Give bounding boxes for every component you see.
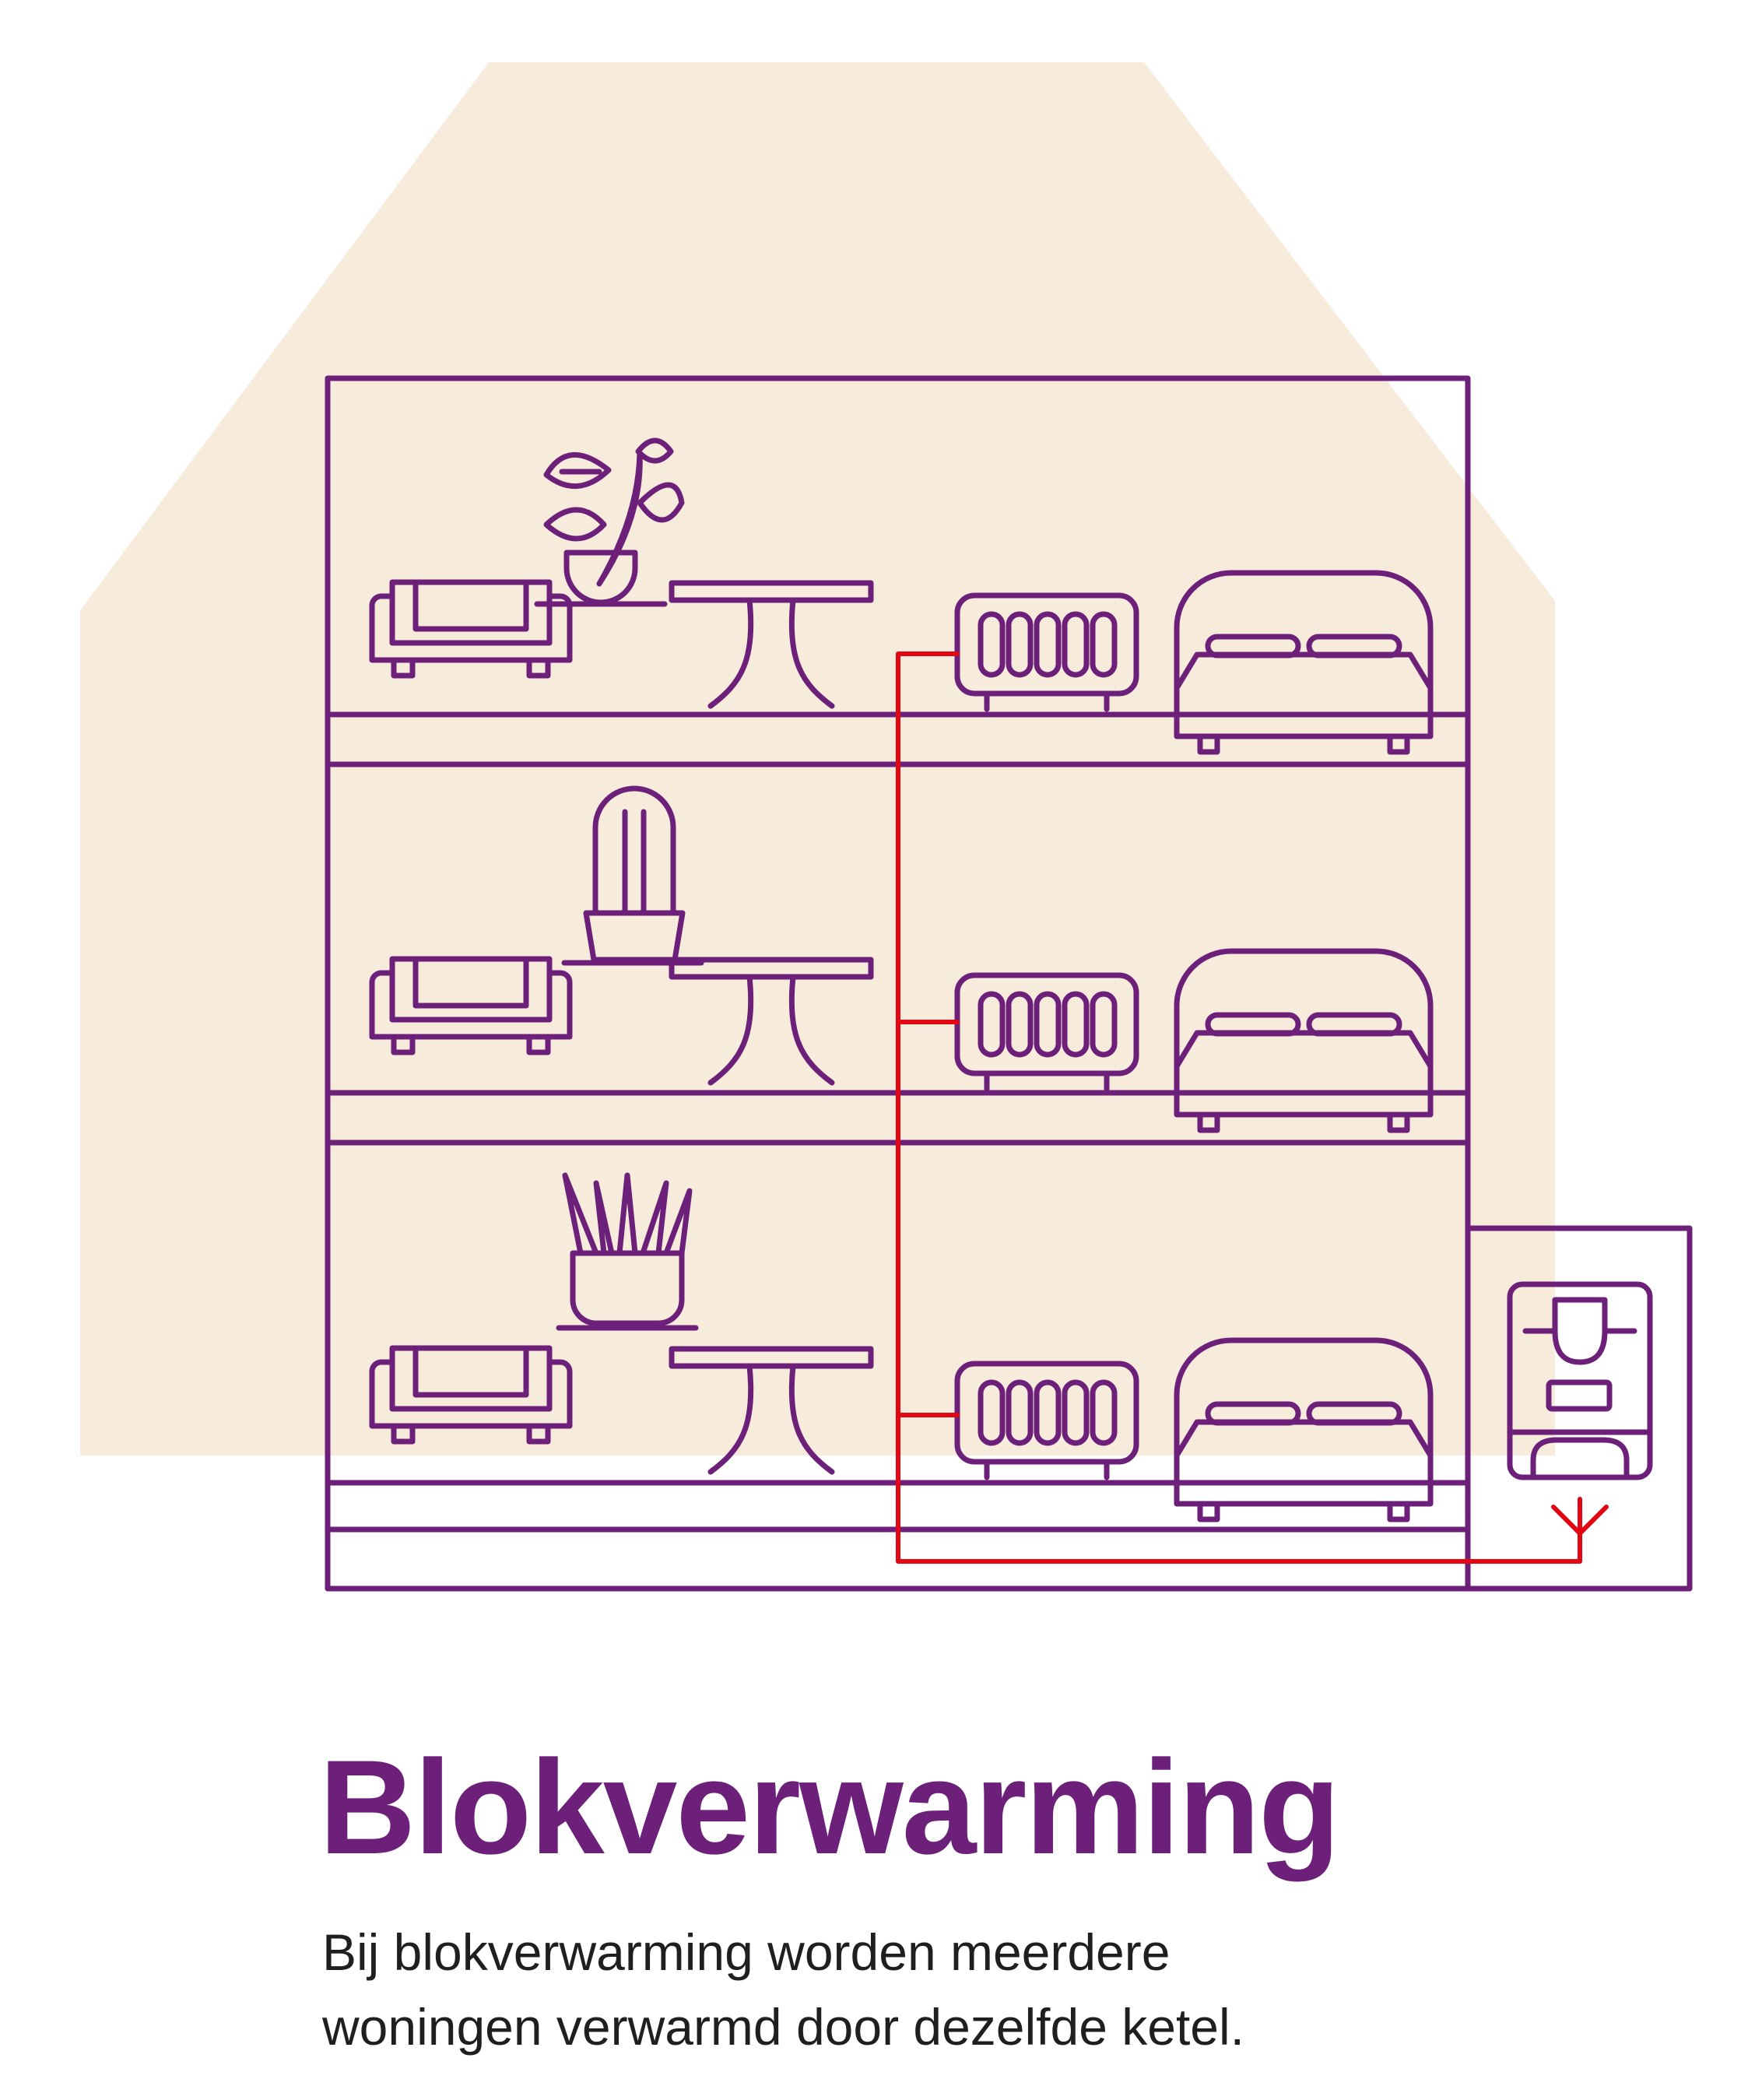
description-line-1: Bij blokverwarming worden meerdere — [322, 1923, 1171, 1981]
description-line-2: woningen verwarmd door dezelfde ketel. — [322, 1998, 1245, 2056]
house-silhouette — [80, 62, 1555, 1456]
description: Bij blokverwarming worden meerdere wonin… — [322, 1915, 1723, 2064]
hot-water-pipe — [896, 651, 1609, 1564]
flow-arrow-icon — [1551, 1505, 1609, 1536]
page-title: Blokverwarming — [319, 1733, 1340, 1882]
apartment-building-outline — [325, 375, 1471, 1592]
boiler-room-outline — [1465, 1225, 1693, 1592]
